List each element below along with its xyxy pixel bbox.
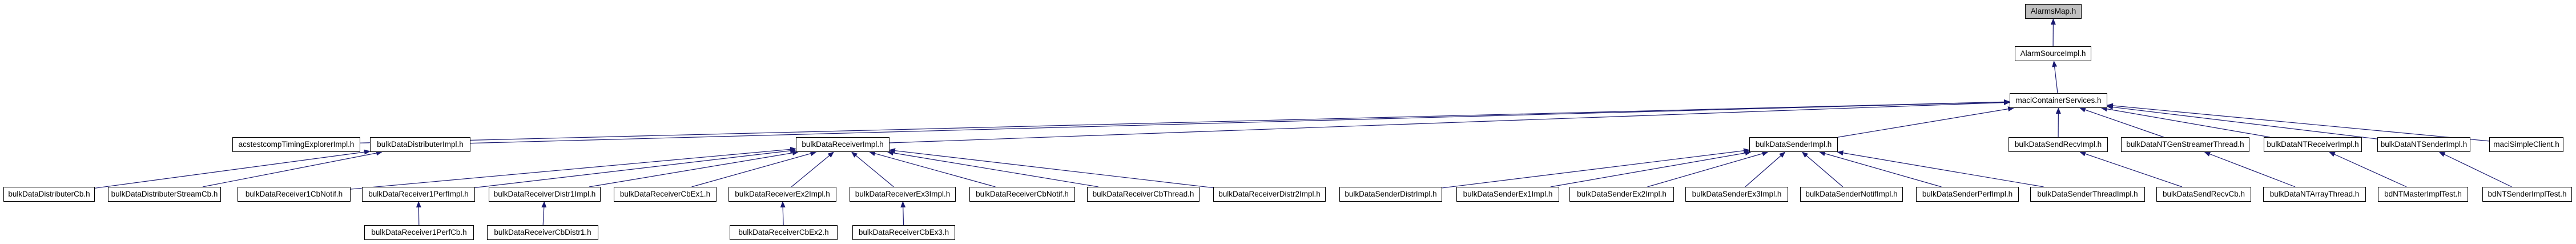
edge-bulkDataSenderPerfImpl-to-bulkDataSenderImpl bbox=[1819, 151, 1942, 187]
node-bdntmasterimpltest-h[interactable]: bdNTMasterImplTest.h bbox=[2378, 187, 2468, 202]
node-bulkdatasendrecvimpl-h[interactable]: bulkDataSendRecvImpl.h bbox=[2009, 137, 2108, 152]
edge-bulkDataSenderDistrImpl-to-bulkDataSenderImpl bbox=[1442, 148, 1750, 189]
node-bulkdatadistributercb-h[interactable]: bulkDataDistributerCb.h bbox=[3, 187, 95, 202]
node-bulkdatareceiverdistr1impl-h[interactable]: bulkDataReceiverDistr1Impl.h bbox=[489, 187, 601, 202]
edge-bdNTMasterImplTest-to-bulkDataNTReceiverImpl bbox=[2328, 151, 2407, 187]
edge-bdNTSenderImplTest-to-bulkDataNTSenderImpl bbox=[2438, 151, 2512, 187]
edge-bulkDataReceiverDistr2Impl-to-bulkDataReceiverImpl bbox=[889, 148, 1214, 189]
node-acstestcomptimingexplorerimpl-h[interactable]: acstestcompTimingExplorerImpl.h bbox=[232, 137, 360, 152]
edge-bulkDataReceiverImpl-to-maciContainerServices bbox=[889, 99, 2010, 143]
node-bulkdatareceivercbnotif-h[interactable]: bulkDataReceiverCbNotif.h bbox=[969, 187, 1075, 202]
node-bulkdatantarraythread-h[interactable]: bulkDataNTArrayThread.h bbox=[2263, 187, 2366, 202]
edge-bulkDataDistributerCb-to-bulkDataDistributerImpl bbox=[94, 149, 371, 189]
edge-bulkDataReceiver1PerfCb-to-bulkDataReceiver1PerfImpl bbox=[416, 201, 421, 226]
node-bulkdatareceivercbdistr1-h[interactable]: bulkDataReceiverCbDistr1.h bbox=[487, 225, 598, 240]
edge-bulkDataNTSenderImpl-to-maciContainerServices bbox=[2107, 105, 2378, 139]
node-bulkdatasenderperfimpl-h[interactable]: bulkDataSenderPerfImpl.h bbox=[1916, 187, 2019, 202]
node-bulkdatasenderex1impl-h[interactable]: bulkDataSenderEx1Impl.h bbox=[1456, 187, 1559, 202]
edge-bulkDataReceiverCbThread-to-bulkDataReceiverImpl bbox=[887, 150, 1098, 187]
node-bulkdatareceiver1perfimpl-h[interactable]: bulkDataReceiver1PerfImpl.h bbox=[362, 187, 475, 202]
node-alarmsourceimpl-h[interactable]: AlarmSourceImpl.h bbox=[2015, 46, 2091, 61]
node-macisimpleclient-h[interactable]: maciSimpleClient.h bbox=[2489, 137, 2563, 152]
node-bulkdatareceiverimpl-h[interactable]: bulkDataReceiverImpl.h bbox=[796, 137, 889, 152]
edge-bulkDataReceiverDistr1Impl-to-bulkDataReceiverImpl bbox=[589, 150, 799, 187]
edge-bulkDataReceiverCbEx1-to-bulkDataReceiverImpl bbox=[691, 151, 817, 187]
node-bulkdatareceiverex2impl-h[interactable]: bulkDataReceiverEx2Impl.h bbox=[728, 187, 836, 202]
node-bulkdatareceivercbex3-h[interactable]: bulkDataReceiverCbEx3.h bbox=[852, 225, 955, 240]
node-bulkdatadistributerimpl-h[interactable]: bulkDataDistributerImpl.h bbox=[370, 137, 470, 152]
edge-maciSimpleClient-to-maciContainerServices bbox=[2107, 103, 2490, 142]
node-bulkdatareceiver1perfcb-h[interactable]: bulkDataReceiver1PerfCb.h bbox=[364, 225, 474, 240]
edge-bulkDataReceiver1CbNotif-to-bulkDataReceiverImpl bbox=[350, 146, 796, 190]
edge-bulkDataNTArrayThread-to-bulkDataNTGenStreamerThread bbox=[2204, 151, 2296, 187]
edge-acstestcompTimingExplorerImpl-to-maciContainerServices bbox=[360, 99, 2010, 143]
edge-bulkDataReceiverEx2Impl-to-bulkDataReceiverImpl bbox=[791, 151, 835, 187]
node-bulkdatareceiverex3impl-h[interactable]: bulkDataReceiverEx3Impl.h bbox=[850, 187, 956, 202]
node-bulkdatareceiver1cbnotif-h[interactable]: bulkDataReceiver1CbNotif.h bbox=[238, 187, 351, 202]
node-bulkdatadistributerstreamcb-h[interactable]: bulkDataDistributerStreamCb.h bbox=[108, 187, 221, 202]
node-bulkdatasenderthreadimpl-h[interactable]: bulkDataSenderThreadImpl.h bbox=[2030, 187, 2145, 202]
edge-bulkDataSenderNotifImpl-to-bulkDataSenderImpl bbox=[1801, 151, 1844, 187]
edge-bulkDataSendRecvCb-to-bulkDataSendRecvImpl bbox=[2079, 151, 2183, 187]
node-macicontainerservices-h[interactable]: maciContainerServices.h bbox=[2010, 93, 2107, 108]
edge-bulkDataSenderEx1Impl-to-bulkDataSenderImpl bbox=[1550, 150, 1752, 187]
node-bulkdatantgenstreamerthread-h[interactable]: bulkDataNTGenStreamerThread.h bbox=[2121, 137, 2249, 152]
node-bulkdatasenderimpl-h[interactable]: bulkDataSenderImpl.h bbox=[1749, 137, 1838, 152]
edge-bulkDataReceiverEx3Impl-to-bulkDataReceiverImpl bbox=[851, 151, 894, 187]
edge-bulkDataNTReceiverImpl-to-maciContainerServices bbox=[2100, 106, 2270, 138]
node-bulkdatasendernotifimpl-h[interactable]: bulkDataSenderNotifImpl.h bbox=[1800, 187, 1903, 202]
edge-bulkDataSenderEx3Impl-to-bulkDataSenderImpl bbox=[1745, 151, 1786, 187]
node-bulkdatasenderex3impl-h[interactable]: bulkDataSenderEx3Impl.h bbox=[1685, 187, 1788, 202]
edge-bulkDataDistributerStreamCb-to-bulkDataDistributerImpl bbox=[202, 150, 383, 187]
edge-bulkDataSenderImpl-to-maciContainerServices bbox=[1837, 106, 2015, 138]
edge-bulkDataSenderEx2Impl-to-bulkDataSenderImpl bbox=[1647, 151, 1769, 187]
edge-bulkDataReceiver1PerfImpl-to-bulkDataReceiverImpl bbox=[474, 148, 796, 189]
edge-bulkDataSenderThreadImpl-to-bulkDataSenderImpl bbox=[1837, 150, 2044, 187]
node-bulkdatareceivercbex2-h[interactable]: bulkDataReceiverCbEx2.h bbox=[730, 225, 838, 240]
node-bdntsenderimpltest-h[interactable]: bdNTSenderImplTest.h bbox=[2482, 187, 2572, 202]
node-bulkdatareceiverdistr2impl-h[interactable]: bulkDataReceiverDistr2Impl.h bbox=[1213, 187, 1326, 202]
node-bulkdatasendrecvcb-h[interactable]: bulkDataSendRecvCb.h bbox=[2156, 187, 2251, 202]
node-bulkdatasenderdistrimpl-h[interactable]: bulkDataSenderDistrImpl.h bbox=[1339, 187, 1442, 202]
edge-bulkDataNTGenStreamerThread-to-maciContainerServices bbox=[2079, 107, 2164, 138]
node-alarmsmap-h: AlarmsMap.h bbox=[2025, 4, 2082, 19]
edge-bulkDataDistributerImpl-to-maciContainerServices bbox=[470, 99, 2010, 144]
edge-bulkDataReceiverCbNotif-to-bulkDataReceiverImpl bbox=[869, 151, 996, 187]
node-bulkdatasenderex2impl-h[interactable]: bulkDataSenderEx2Impl.h bbox=[1569, 187, 1674, 202]
node-bulkdatantsenderimpl-h[interactable]: bulkDataNTSenderImpl.h bbox=[2377, 137, 2470, 152]
edge-bulkDataReceiverCbDistr1-to-bulkDataReceiverDistr1Impl bbox=[541, 201, 547, 226]
node-bulkdatantreceiverimpl-h[interactable]: bulkDataNTReceiverImpl.h bbox=[2264, 137, 2362, 152]
edge-maciContainerServices-to-alarmSourceImpl bbox=[2052, 61, 2058, 94]
node-bulkdatareceivercbex1-h[interactable]: bulkDataReceiverCbEx1.h bbox=[614, 187, 717, 202]
node-bulkdatareceivercbthread-h[interactable]: bulkDataReceiverCbThread.h bbox=[1087, 187, 1200, 202]
